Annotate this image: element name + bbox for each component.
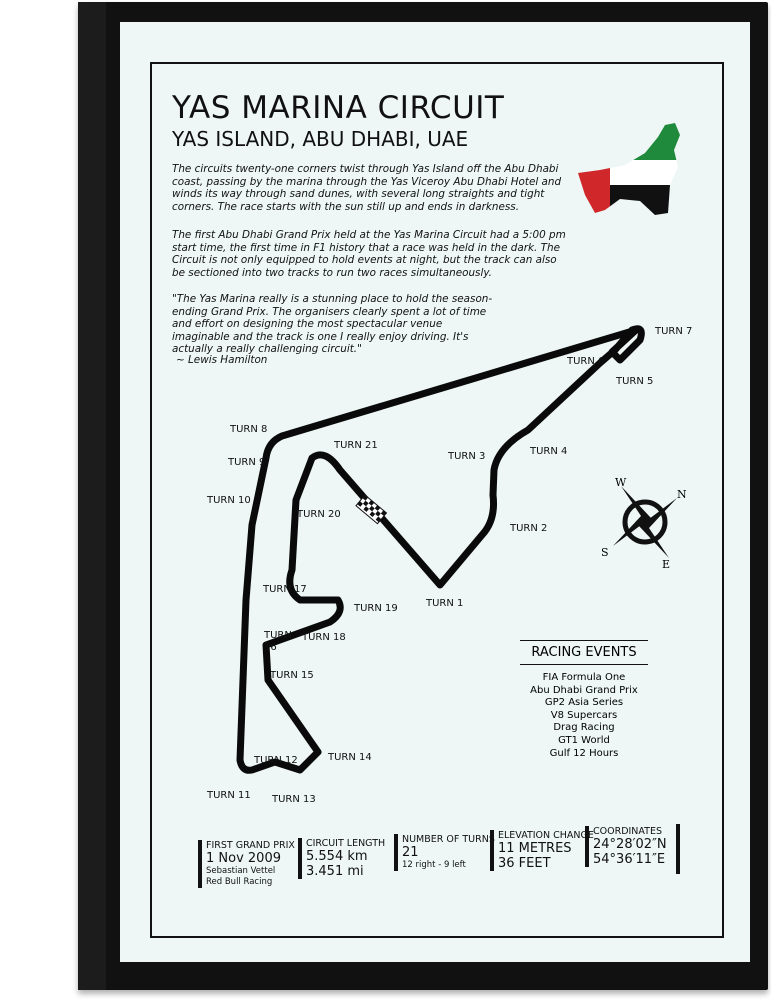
frame-side (78, 2, 106, 990)
event-item: GT1 World (558, 734, 610, 746)
event-item: Drag Racing (553, 722, 615, 734)
event-item: Gulf 12 Hours (549, 747, 619, 759)
turn-label: TURN 20 (297, 509, 341, 520)
event-item: GP2 Asia Series (544, 697, 624, 709)
stat-circuit-length: CIRCUIT LENGTH 5.554 km 3.451 mi (298, 838, 385, 879)
uae-flag-map (578, 123, 680, 215)
event-item: Abu Dhabi Grand Prix (530, 684, 638, 696)
stat-label: COORDINATES (593, 826, 663, 837)
stats-end-divider (676, 824, 680, 874)
compass-n: N (677, 488, 687, 501)
turn-label: TURN 1 (426, 598, 464, 609)
quote-author: ~ Lewis Hamilton (176, 354, 268, 366)
turn-label: TURN 21 (334, 440, 378, 451)
stat-detail: Red Bull Racing (206, 877, 273, 887)
racing-events-list: FIA Formula One Abu Dhabi Grand Prix GP2… (520, 672, 648, 760)
turn-label: TURN 7 (655, 326, 693, 337)
event-item: V8 Supercars (550, 709, 618, 721)
compass-e: E (662, 558, 670, 571)
turn-label: TURN 12 (254, 755, 298, 766)
start-finish-flag-icon (355, 494, 388, 525)
turn-label: TURN 5 (616, 376, 654, 387)
turn-label: TURN 14 (328, 752, 372, 763)
stat-value: 36 FEET (498, 856, 551, 871)
poster-title: YAS MARINA CIRCUIT (172, 90, 505, 126)
event-item: FIA Formula One (542, 672, 626, 683)
compass-s: S (601, 546, 609, 559)
racing-events-title: RACING EVENTS (520, 640, 648, 665)
stat-coordinates: COORDINATES 24°28′02″N 54°36′11″E (585, 826, 667, 867)
track-outline (236, 325, 645, 774)
quote-paragraph: "The Yas Marina really is a stunning pla… (172, 293, 493, 355)
turn-label: TURN 15 (270, 670, 314, 681)
compass-w: W (615, 476, 627, 489)
stat-label: NUMBER OF TURNS (402, 834, 495, 845)
stat-value: 5.554 km (306, 849, 368, 864)
stat-elevation-change: ELEVATION CHANGE 11 METRES 36 FEET (490, 830, 594, 871)
stat-label: ELEVATION CHANGE (498, 830, 594, 841)
turn-label: TURN 18 (302, 632, 346, 643)
stat-value: 24°28′02″N (593, 837, 667, 852)
description-paragraph: The circuits twenty-one corners twist th… (172, 163, 562, 213)
turn-label: TURN 9 (228, 457, 266, 468)
stat-value: 1 Nov 2009 (206, 851, 281, 866)
turn-label: TURN 17 (263, 584, 307, 595)
stat-first-grand-prix: FIRST GRAND PRIX 1 Nov 2009 Sebastian Ve… (198, 840, 295, 888)
turn-label: TURN 16 (264, 630, 292, 653)
stat-detail: Sebastian Vettel (206, 866, 276, 876)
turn-label: TURN 8 (230, 424, 268, 435)
stat-value: 21 (402, 845, 419, 860)
stat-value: 11 METRES (498, 841, 572, 856)
turn-label: TURN 6 (567, 356, 605, 367)
history-paragraph: The first Abu Dhabi Grand Prix held at t… (172, 229, 566, 279)
turn-label: TURN 10 (207, 495, 251, 506)
poster-subtitle: YAS ISLAND, ABU DHABI, UAE (172, 127, 469, 151)
poster-border (150, 62, 724, 938)
stat-label: FIRST GRAND PRIX (206, 840, 295, 851)
turn-label: TURN 2 (510, 523, 548, 534)
turn-label: TURN 11 (207, 790, 251, 801)
turn-label: TURN 19 (354, 603, 398, 614)
stat-label: CIRCUIT LENGTH (306, 838, 386, 849)
stat-detail: 12 right - 9 left (402, 860, 466, 870)
turn-label: TURN 4 (530, 446, 568, 457)
stat-value: 3.451 mi (306, 864, 364, 879)
stat-number-of-turns: NUMBER OF TURNS 21 12 right - 9 left (394, 834, 495, 871)
turn-label: TURN 13 (272, 794, 316, 805)
compass-rose-icon: W N S E (601, 476, 687, 571)
turn-label: TURN 3 (448, 451, 486, 462)
stat-value: 54°36′11″E (593, 852, 666, 867)
